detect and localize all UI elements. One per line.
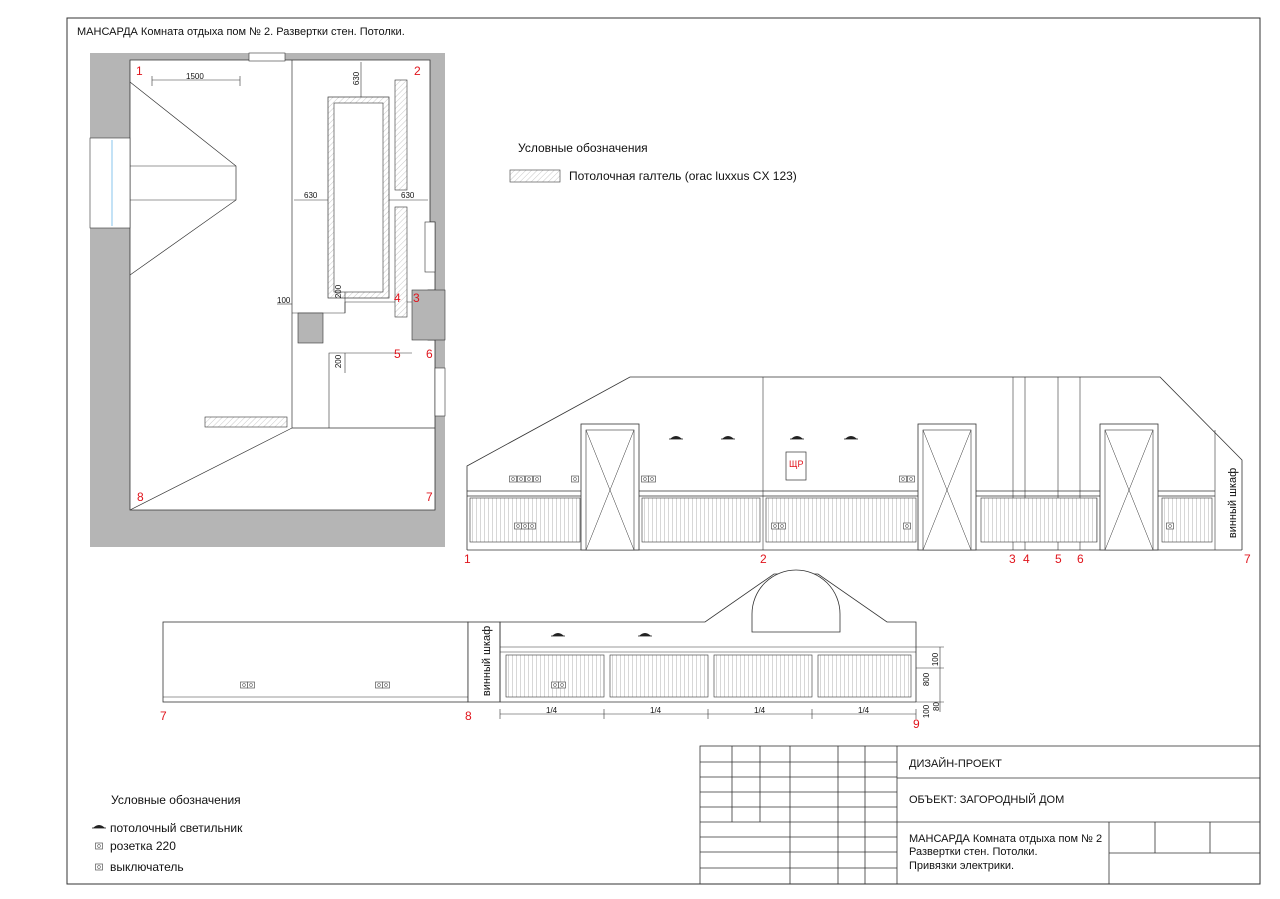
elev1-point-3: 3: [1009, 552, 1016, 566]
elev1-point-4: 4: [1023, 552, 1030, 566]
plan-corner-5: 5: [394, 347, 401, 361]
elev1-point-1: 1: [464, 552, 471, 566]
elev1-point-6: 6: [1077, 552, 1084, 566]
elevation-2: [162, 569, 944, 719]
socket-icon: [525, 475, 533, 483]
title-block-object: ОБЪЕКТ: ЗАГОРОДНЫЙ ДОМ: [909, 794, 1065, 806]
socket-icon: [907, 475, 915, 483]
plan-corner-4: 4: [394, 291, 401, 305]
legend-bottom-heading: Условные обозначения: [111, 793, 241, 807]
arched-window: [751, 569, 841, 633]
ceiling-lamp-icon: [550, 632, 566, 637]
door-3: [1099, 423, 1159, 551]
switch-legend-icon: [95, 863, 103, 871]
socket-icon: [528, 522, 536, 530]
legend-bottom-symbols: [91, 824, 107, 871]
ceiling-lamp-icon: [843, 435, 859, 440]
elev2-point-8: 8: [465, 709, 472, 723]
switch-icon: [571, 475, 579, 483]
socket-icon: [648, 475, 656, 483]
legend-item-switch: выключатель: [110, 860, 184, 874]
plan-corner-6: 6: [426, 347, 433, 361]
dim-800-v: 800: [922, 672, 932, 687]
socket-icon: [240, 681, 248, 689]
legend-cornice-swatch: [509, 169, 561, 183]
socket-icon: [509, 475, 517, 483]
socket-icon: [375, 681, 383, 689]
title-block-desc-1: МАНСАРДА Комната отдыха пом № 2: [909, 833, 1103, 845]
title-block-desc-2: Развертки стен. Потолки.: [909, 846, 1038, 858]
door-2: [917, 423, 977, 551]
legend-item-lamp: потолочный светильник: [110, 821, 243, 835]
socket-icon: [899, 475, 907, 483]
dim-100: 100: [277, 296, 291, 305]
elev1-point-5: 5: [1055, 552, 1062, 566]
plan-corner-8: 8: [137, 490, 144, 504]
legend-top-heading: Условные обозначения: [518, 141, 648, 155]
dim-quarter-3: 1/4: [754, 706, 766, 715]
dim-200-b: 200: [334, 354, 344, 369]
sheet-frame: [66, 17, 1261, 885]
switch-icon: [903, 522, 911, 530]
dim-80-v: 80: [931, 702, 941, 711]
legend-item-socket: розетка 220: [110, 839, 176, 853]
title-block-desc-3: Привязки электрики.: [909, 860, 1015, 872]
socket-icon: [778, 522, 786, 530]
dim-1500: 1500: [186, 72, 204, 81]
wine-cabinet-label-2: винный шкаф: [481, 625, 494, 697]
dim-630-right: 630: [401, 191, 415, 200]
ceiling-lamp-icon: [668, 435, 684, 440]
socket-icon: [247, 681, 255, 689]
plan-corner-7: 7: [426, 490, 433, 504]
ceiling-lamp-icon: [720, 435, 736, 440]
ceiling-lamp-icon: [637, 632, 653, 637]
elev2-point-9: 9: [913, 717, 920, 731]
dim-100b-v: 100: [922, 704, 932, 719]
socket-icon: [382, 681, 390, 689]
socket-icon: [517, 475, 525, 483]
electrical-panel: [785, 451, 807, 481]
elev1-point-2: 2: [760, 552, 767, 566]
dim-200-a: 200: [334, 284, 344, 299]
switch-icon: [1166, 522, 1174, 530]
socket-icon: [558, 681, 566, 689]
title-block-project: ДИЗАЙН-ПРОЕКТ: [909, 758, 1002, 770]
dim-630-left: 630: [304, 191, 318, 200]
floor-plan: [89, 52, 446, 547]
dim-quarter-2: 1/4: [650, 706, 662, 715]
title-block: [699, 745, 1261, 885]
legend-top-item: Потолочная галтель (orac luxxus CX 123): [569, 169, 797, 183]
plan-corner-3: 3: [413, 291, 420, 305]
dim-quarter-4: 1/4: [858, 706, 870, 715]
dim-100-v: 100: [931, 652, 941, 667]
socket-icon: [514, 522, 522, 530]
sheet-title: МАНСАРДА Комната отдыха пом № 2. Разверт…: [77, 26, 405, 38]
plan-corner-2: 2: [414, 64, 421, 78]
wine-cabinet-label-1: винный шкаф: [1227, 467, 1240, 539]
socket-icon: [551, 681, 559, 689]
socket-icon: [521, 522, 529, 530]
plan-corner-1: 1: [136, 64, 143, 78]
socket-icon: [641, 475, 649, 483]
dim-630-top: 630: [352, 71, 362, 86]
electrical-panel-label: ЩР: [789, 459, 804, 469]
ceiling-lamp-icon: [789, 435, 805, 440]
door-1: [580, 423, 640, 551]
elev1-point-7: 7: [1244, 552, 1251, 566]
socket-icon: [771, 522, 779, 530]
elev2-point-7: 7: [160, 709, 167, 723]
ceiling-lamp-legend-icon: [91, 824, 107, 829]
socket-legend-icon: [95, 842, 103, 850]
dim-quarter-1: 1/4: [546, 706, 558, 715]
elevation-1: [466, 376, 1243, 551]
socket-icon: [533, 475, 541, 483]
